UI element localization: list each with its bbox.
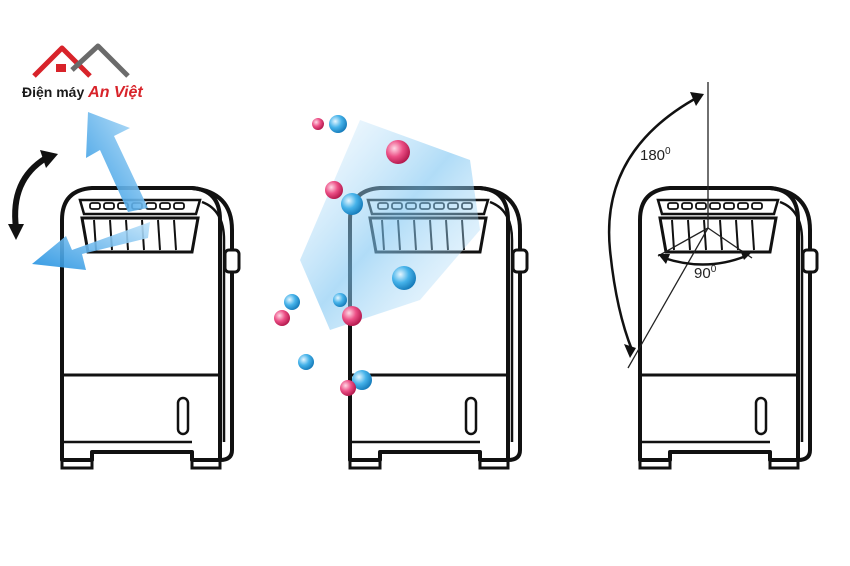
- vertical-angle-value: 180: [640, 147, 666, 164]
- panel-ion: [274, 115, 529, 470]
- logo-text: Điện máy An Việt: [22, 84, 143, 102]
- horizontal-angle-arc: [663, 254, 747, 266]
- horizontal-angle-label: 900: [694, 264, 716, 282]
- air-beam: [300, 120, 480, 330]
- horizontal-angle-degree: 0: [710, 264, 717, 275]
- vertical-angle-degree: 0: [665, 146, 671, 157]
- logo-text-part2: An Việt: [88, 84, 143, 101]
- logo-house-icon: [32, 43, 130, 78]
- airflow-up-arrow: [86, 112, 148, 212]
- airflow-down-arrow: [32, 222, 150, 270]
- panel-angles: [607, 82, 819, 470]
- logo-text-part1: Điện máy: [22, 84, 85, 100]
- vertical-angle-arc: [607, 94, 701, 351]
- ion-particles: [274, 115, 416, 396]
- air-cooler-left: [60, 186, 241, 470]
- air-cooler-right: [638, 186, 819, 470]
- swing-arrow-icon: [12, 155, 49, 231]
- panel-swing: [8, 112, 241, 470]
- vertical-angle-label: 1800: [640, 146, 671, 164]
- horizontal-angle-value: 90: [694, 265, 711, 282]
